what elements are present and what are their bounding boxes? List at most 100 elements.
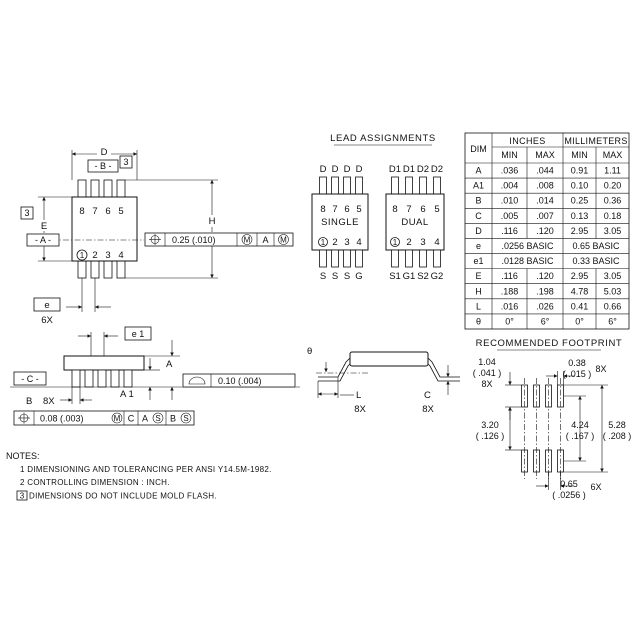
mmc-modifier-icon: [278, 234, 289, 245]
datum-c-frame: [13, 371, 47, 386]
table-header-millimeters: MILLIMETERS: [564, 136, 627, 146]
table-value-cell: .014: [536, 196, 554, 206]
theta-label: θ: [307, 346, 312, 357]
pin-number: 6: [344, 204, 349, 215]
pitch-in: ( .0256 ): [552, 490, 586, 500]
note-item: 2 CONTROLLING DIMENSION : INCH.: [20, 478, 170, 487]
table-value-cell: .004: [501, 181, 519, 191]
table-value-cell: .198: [536, 286, 554, 296]
datum-a-frame: [26, 233, 60, 247]
table-value-cell: .005: [501, 211, 519, 221]
position-symbol-icon: [18, 412, 30, 424]
pin-number: 7: [92, 206, 97, 217]
rfs-modifier-icon: [152, 412, 164, 424]
dual-top-signal: D2: [431, 164, 443, 175]
center-span-mm: 4.24: [571, 420, 589, 430]
note-item: DIMENSIONS DO NOT INCLUDE MOLD FLASH.: [29, 492, 217, 501]
e-pitch-label: e: [44, 300, 49, 311]
single-top-signal: D: [332, 164, 339, 175]
table-value-cell: 1.11: [604, 166, 621, 176]
table-value-cell: 5.03: [604, 286, 622, 296]
pin-number: 1: [80, 251, 85, 260]
pin-number: 3: [420, 237, 425, 248]
e1-frame: [124, 326, 152, 341]
pin-number: 7: [406, 204, 411, 215]
pitch-mm: 0.65: [560, 479, 578, 489]
table-value-cell: 0°: [575, 316, 584, 326]
note-3-number: 3: [20, 492, 25, 501]
dimension-table: DIM INCHES MILLIMETERS MIN MAX MIN MAX A…: [464, 132, 630, 330]
table-value-cell: .120: [536, 271, 554, 281]
notes: NOTES: 1 DIMENSIONING AND TOLERANCING PE…: [6, 451, 271, 501]
table-dim-cell: A: [475, 166, 481, 176]
pin-number: 6: [420, 204, 425, 215]
pin-number: 5: [356, 204, 361, 215]
pad-width-mm: 0.38: [568, 358, 586, 368]
table-dim-cell: B: [475, 196, 481, 206]
pin1-marker: [318, 237, 328, 247]
table-value-cell: 3.05: [604, 271, 622, 281]
c-dimension-label: C: [424, 390, 431, 401]
pin-number: 6: [105, 206, 110, 217]
dual-label: DUAL: [401, 217, 428, 228]
pin1-marker: [76, 249, 88, 261]
dual-top-signal: D1: [389, 164, 401, 175]
pin-number: 4: [356, 237, 361, 248]
rfs-modifier-label: S: [183, 414, 188, 423]
mmc-modifier-label: M: [280, 236, 287, 245]
mmc-modifier-icon: [241, 234, 253, 245]
table-value-cell: 0.65 BASIC: [572, 241, 620, 251]
table-value-cell: 0.36: [604, 196, 622, 206]
dual-bottom-signal: S2: [417, 271, 429, 282]
pin-number: 4: [118, 250, 123, 261]
rfs-modifier-icon: [180, 412, 192, 424]
table-value-cell: .026: [536, 301, 554, 311]
table-value-cell: 0.33 BASIC: [572, 256, 620, 266]
inner-span-in: ( .126 ): [476, 431, 505, 441]
table-value-cell: 2.95: [571, 271, 589, 281]
d-dimension-label: D: [101, 147, 108, 158]
position-tolerance-frame: [144, 232, 294, 247]
e-pitch-count: 6X: [41, 315, 53, 326]
table-dim-cell: H: [475, 286, 482, 296]
pin-number: 3: [105, 250, 110, 261]
pad-width-in: ( .015 ): [563, 369, 592, 379]
table-dim-cell: e1: [473, 256, 483, 266]
table-value-cell: 0.66: [604, 301, 622, 311]
table-value-cell: .010: [501, 196, 519, 206]
center-span-in: ( .167 ): [566, 431, 595, 441]
table-value-cell: 0.18: [604, 211, 622, 221]
l-dimension-label: L: [356, 390, 361, 401]
pad-length-count: 8X: [481, 379, 492, 389]
table-value-cell: .007: [536, 211, 554, 221]
l-dimension-count: 8X: [354, 404, 366, 415]
pitch-count: 6X: [590, 482, 601, 492]
outer-span-in: ( .208 ): [603, 431, 632, 441]
b-dimension-label: B: [26, 396, 32, 407]
single-bottom-signal: S: [332, 271, 338, 282]
table-value-cell: .116: [501, 271, 518, 281]
table-value-cell: 0.13: [571, 211, 589, 221]
flatness-frame: [182, 373, 296, 388]
callout-3-box: [20, 206, 34, 220]
pin-number: 7: [332, 204, 337, 215]
table-dim-cell: C: [475, 211, 482, 221]
dual-package-body: [385, 193, 445, 251]
pin-number: 1: [321, 238, 326, 247]
e1-label: e 1: [132, 329, 145, 339]
pin-number: 4: [434, 237, 439, 248]
dual-bottom-signal: S1: [389, 271, 401, 282]
table-value-cell: 0.10: [571, 181, 589, 191]
single-label: SINGLE: [321, 217, 359, 228]
lead-position-frame: [13, 410, 195, 426]
dual-bottom-signal: G1: [403, 271, 416, 282]
table-subheader: MAX: [535, 150, 555, 160]
table-value-cell: 3.05: [604, 226, 622, 236]
table-value-cell: .016: [501, 301, 519, 311]
pin-number: 8: [79, 206, 84, 217]
datum-ref-c: C: [128, 414, 135, 424]
c-dimension-count: 8X: [422, 404, 434, 415]
table-value-cell: .120: [536, 226, 554, 236]
single-top-signal: D: [320, 164, 327, 175]
